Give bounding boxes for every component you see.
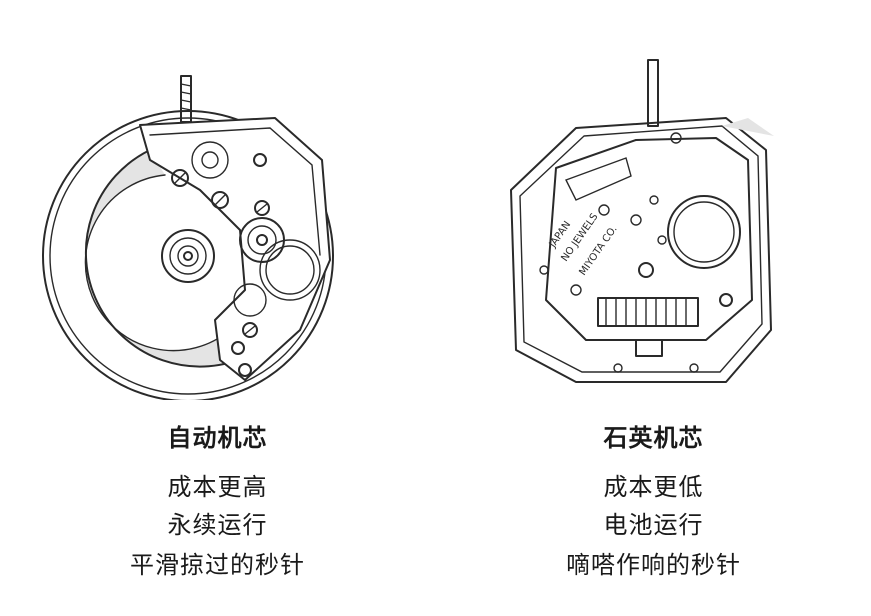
engraving: JAPAN NO JEWELS MIYOTA CO.: [547, 212, 620, 278]
automatic-feature-power: 永续运行: [167, 511, 268, 539]
movement-outer-ring: [42, 110, 334, 400]
screws: [539, 132, 733, 373]
crown-stem: [180, 75, 192, 123]
quartz-feature-second-hand: 嘀嗒作响的秒针: [566, 551, 741, 579]
quartz-movement-panel: JAPAN NO JEWELS MIYOTA CO. 石英机芯 成本更低 电池运…: [436, 0, 871, 616]
crown-stem: [647, 59, 659, 127]
automatic-movement-illustration: [42, 75, 334, 400]
automatic-movement-panel: 自动机芯 成本更高 永续运行 平滑掠过的秒针: [0, 0, 435, 616]
coil: [597, 297, 699, 327]
battery-cell: [667, 195, 741, 269]
automatic-feature-second-hand: 平滑掠过的秒针: [130, 551, 305, 579]
quartz-title: 石英机芯: [603, 424, 704, 452]
quartz-movement-illustration: JAPAN NO JEWELS MIYOTA CO.: [510, 59, 774, 383]
automatic-title: 自动机芯: [167, 424, 268, 452]
circuit-plate: [545, 137, 753, 341]
screws: [171, 153, 270, 377]
automatic-feature-cost: 成本更高: [167, 473, 268, 501]
quartz-feature-power: 电池运行: [603, 511, 704, 539]
quartz-feature-cost: 成本更低: [603, 473, 704, 501]
